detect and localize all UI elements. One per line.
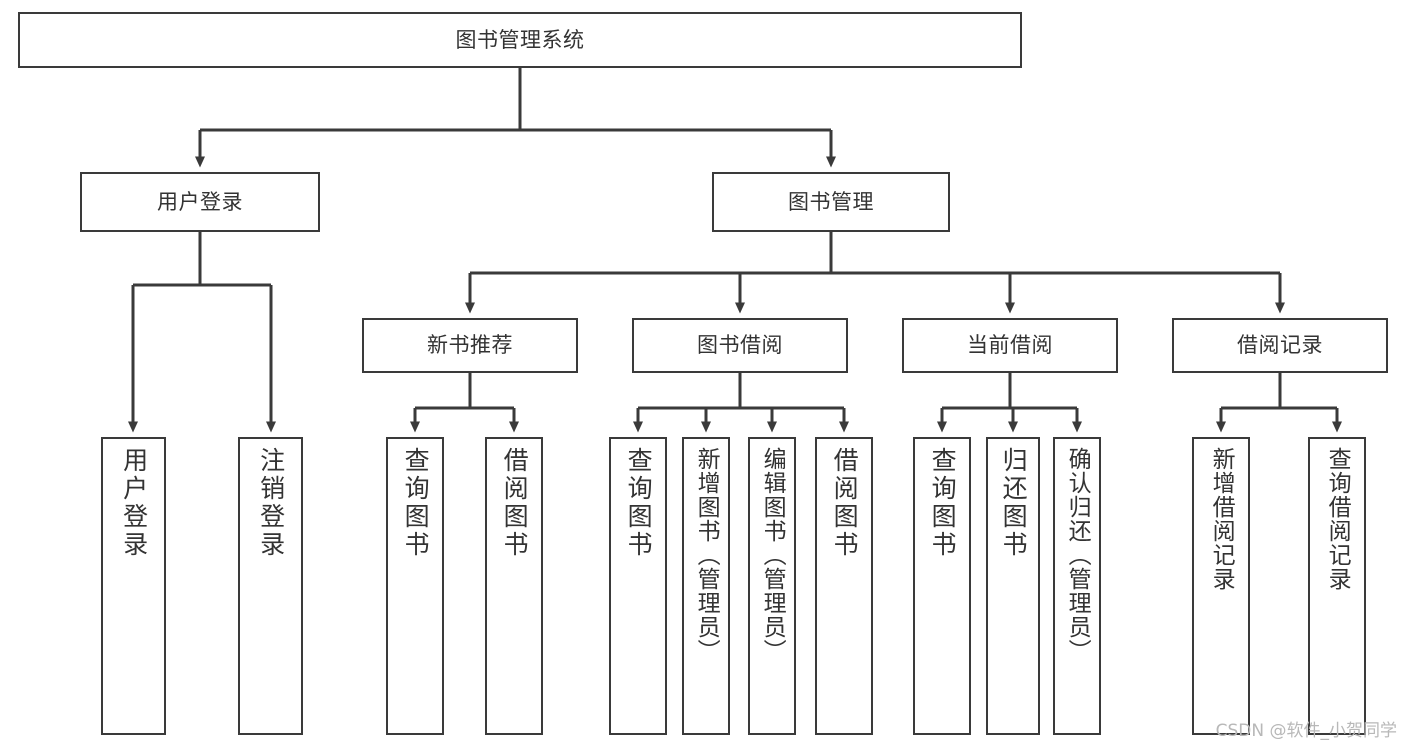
- node-leaf-borrow-book-recommend-label: 借阅图书: [500, 447, 530, 559]
- node-leaf-query-book-recommend-label: 查询图书: [401, 447, 431, 559]
- node-new-book-recommend-label: 新书推荐: [427, 333, 513, 358]
- node-leaf-query-record-label: 查询借阅记录: [1324, 447, 1351, 591]
- watermark: CSDN @软件_小贺同学: [1215, 721, 1397, 741]
- node-leaf-logout[interactable]: 注销登录: [238, 437, 303, 735]
- node-book-borrow[interactable]: 图书借阅: [632, 318, 848, 373]
- node-user-login[interactable]: 用户登录: [80, 172, 320, 232]
- node-leaf-query-book-current-label: 查询图书: [928, 447, 958, 559]
- node-leaf-borrow-book[interactable]: 借阅图书: [815, 437, 873, 735]
- node-leaf-user-login-label: 用户登录: [119, 447, 149, 559]
- node-leaf-return-book[interactable]: 归还图书: [986, 437, 1040, 735]
- node-root-label: 图书管理系统: [455, 27, 585, 52]
- node-leaf-edit-book[interactable]: 编辑图书（管理员）: [748, 437, 796, 735]
- node-leaf-query-record[interactable]: 查询借阅记录: [1308, 437, 1366, 735]
- node-leaf-query-book-borrow[interactable]: 查询图书: [609, 437, 667, 735]
- node-leaf-confirm-return[interactable]: 确认归还（管理员）: [1053, 437, 1101, 735]
- node-new-book-recommend[interactable]: 新书推荐: [362, 318, 578, 373]
- node-leaf-borrow-book-label: 借阅图书: [830, 447, 860, 559]
- node-book-manage[interactable]: 图书管理: [712, 172, 950, 232]
- node-borrow-record-label: 借阅记录: [1237, 333, 1323, 358]
- node-leaf-user-login[interactable]: 用户登录: [101, 437, 166, 735]
- node-book-manage-label: 图书管理: [788, 189, 874, 214]
- node-current-borrow[interactable]: 当前借阅: [902, 318, 1118, 373]
- node-root[interactable]: 图书管理系统: [18, 12, 1022, 68]
- node-leaf-confirm-return-label: 确认归还（管理员）: [1064, 447, 1091, 663]
- node-leaf-add-book[interactable]: 新增图书（管理员）: [682, 437, 730, 735]
- node-borrow-record[interactable]: 借阅记录: [1172, 318, 1388, 373]
- node-leaf-add-book-label: 新增图书（管理员）: [693, 447, 720, 663]
- node-leaf-borrow-book-recommend[interactable]: 借阅图书: [485, 437, 543, 735]
- node-book-borrow-label: 图书借阅: [697, 333, 783, 358]
- node-leaf-return-book-label: 归还图书: [999, 447, 1029, 559]
- node-leaf-query-book-recommend[interactable]: 查询图书: [386, 437, 444, 735]
- node-leaf-add-record[interactable]: 新增借阅记录: [1192, 437, 1250, 735]
- node-leaf-edit-book-label: 编辑图书（管理员）: [759, 447, 786, 663]
- node-current-borrow-label: 当前借阅: [967, 333, 1053, 358]
- node-leaf-query-book-current[interactable]: 查询图书: [913, 437, 971, 735]
- node-user-login-label: 用户登录: [157, 189, 243, 214]
- node-leaf-add-record-label: 新增借阅记录: [1208, 447, 1235, 591]
- node-leaf-query-book-borrow-label: 查询图书: [624, 447, 654, 559]
- node-leaf-logout-label: 注销登录: [256, 447, 286, 559]
